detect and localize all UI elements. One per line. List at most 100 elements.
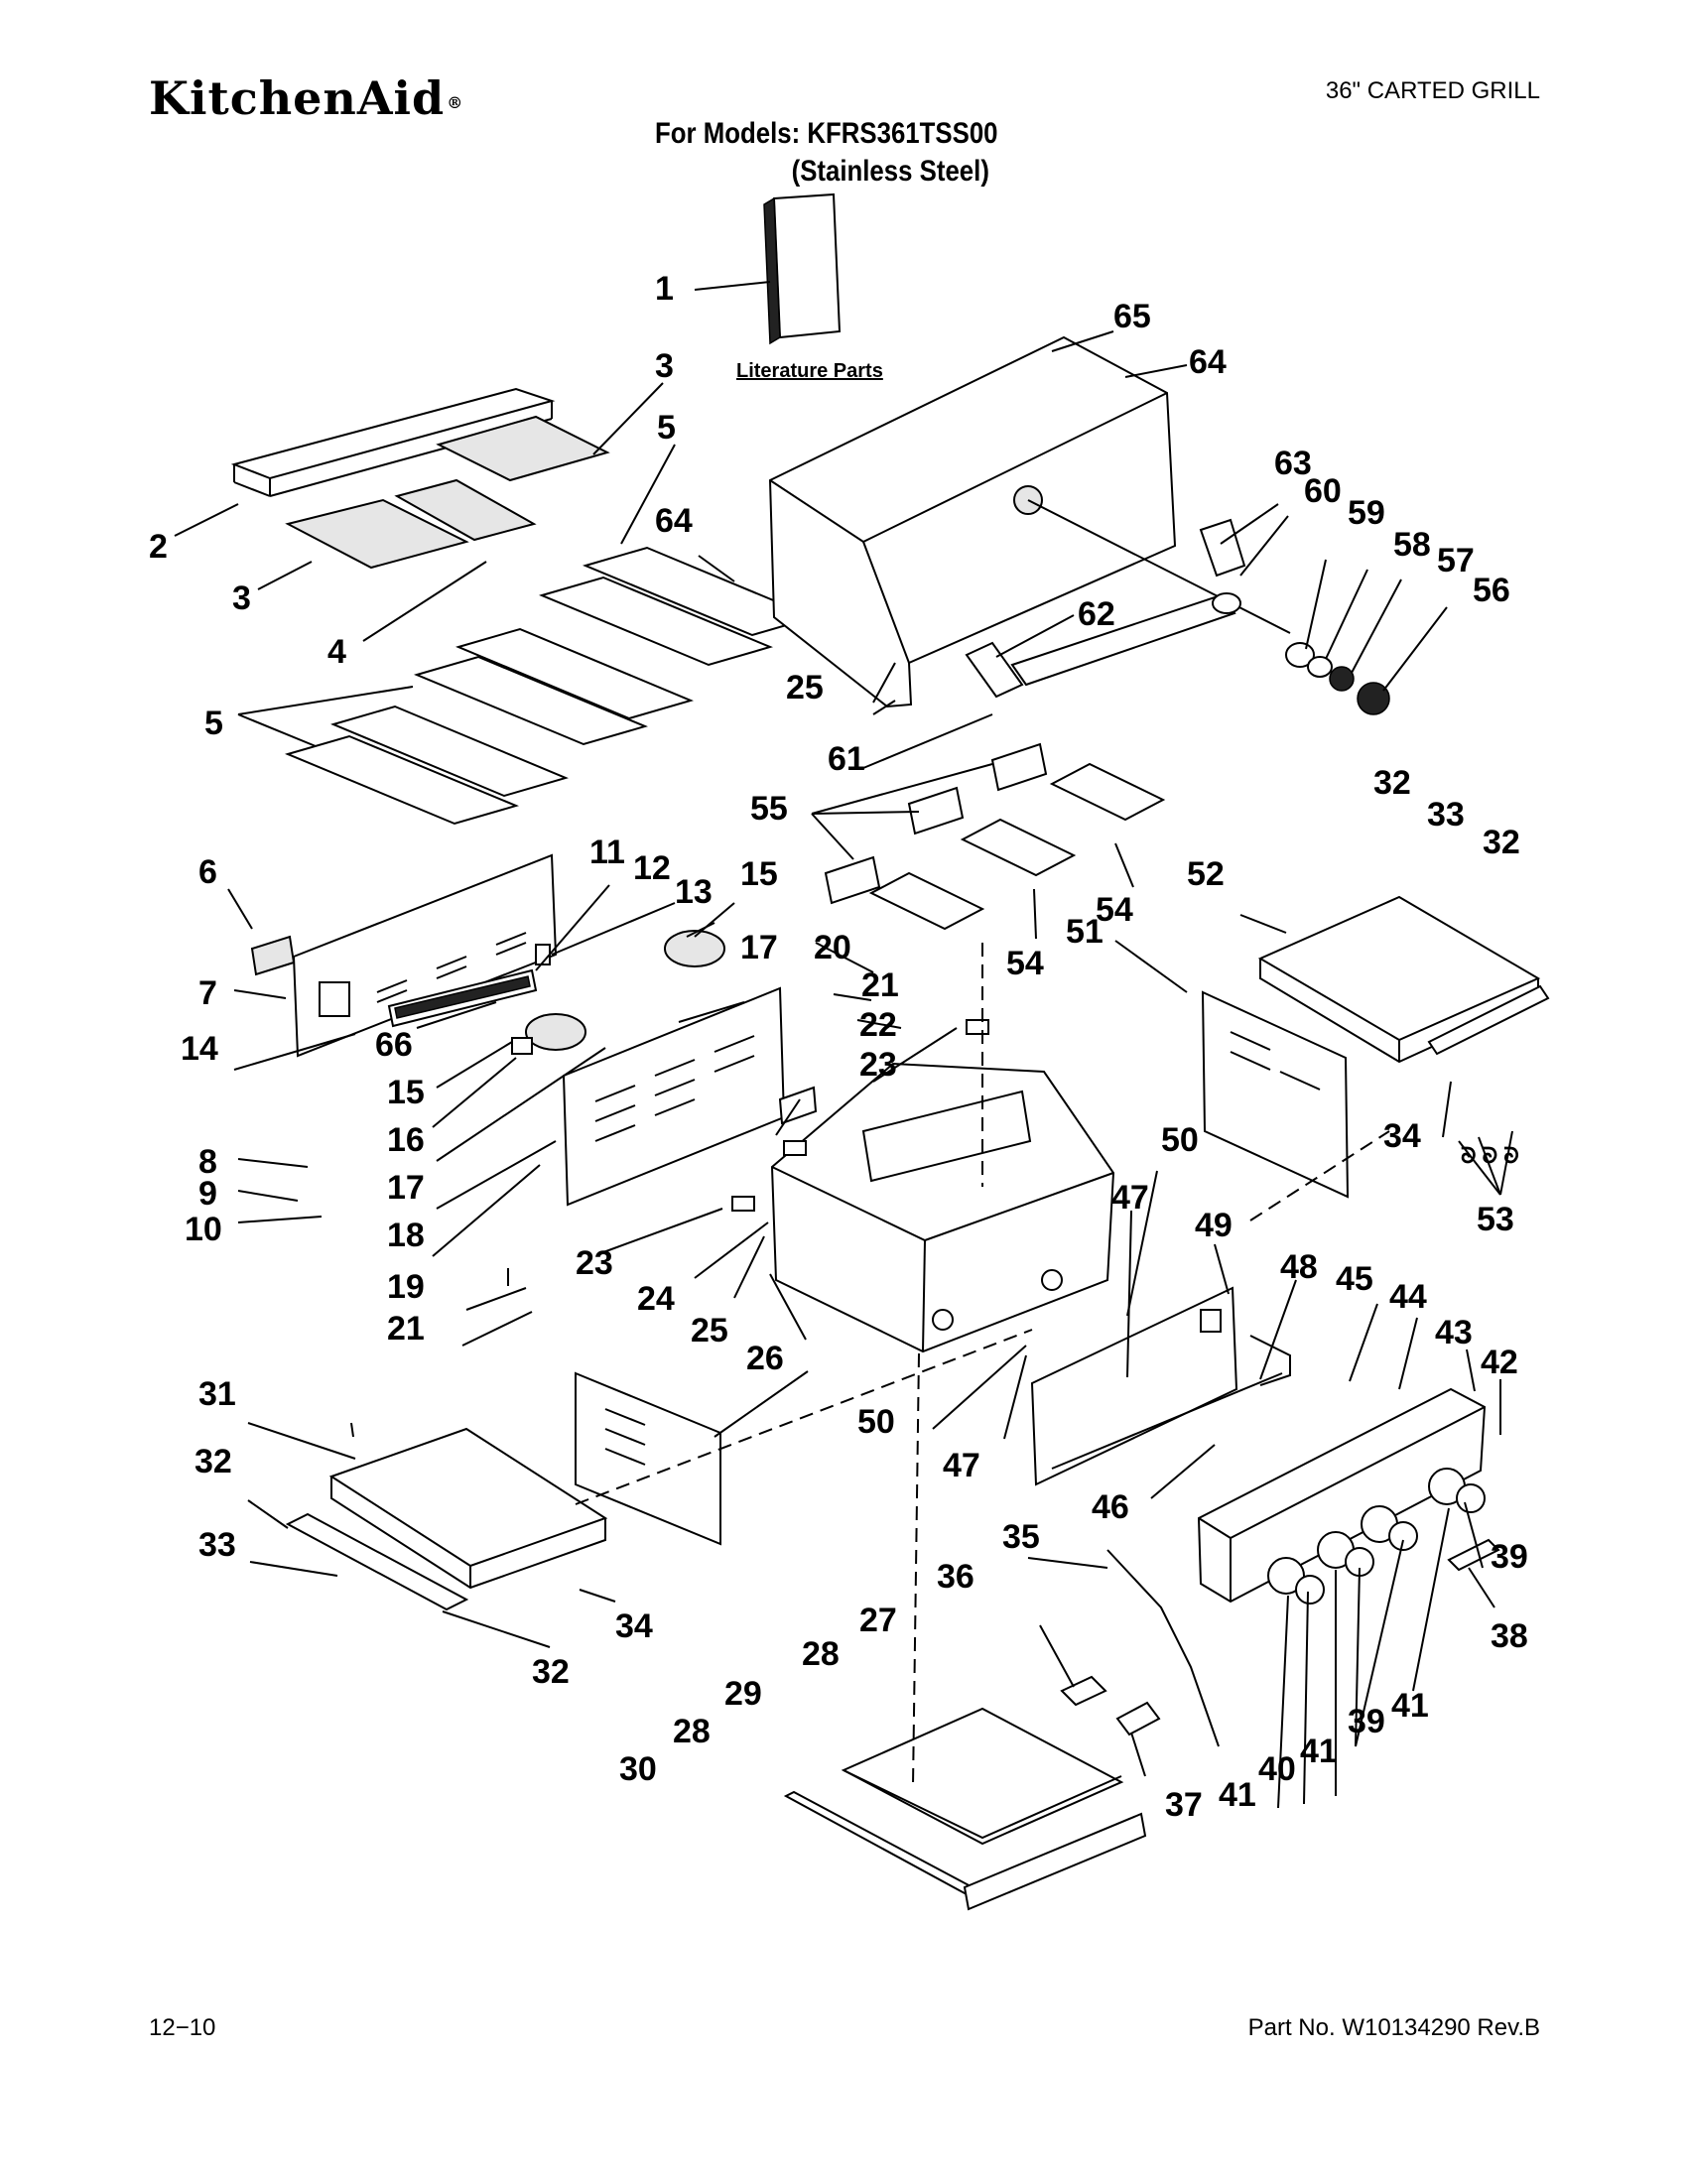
brand-badge [1447,1538,1500,1572]
callout-17: 17 [740,929,778,966]
cooking-grate [285,415,610,570]
brand-logo: KitchenAid® [149,71,463,125]
burner-bracket [824,855,881,905]
handle-bracket-right [1199,518,1246,578]
callout-22: 22 [859,1006,897,1044]
callout-21: 21 [861,966,899,1004]
callout-38: 38 [1491,1617,1528,1655]
alignment-line [912,1352,920,1787]
callout-50: 50 [1161,1121,1199,1159]
brand-name: KitchenAid [149,71,446,125]
junction-box-cover [1115,1701,1161,1736]
callout-41: 41 [1300,1733,1338,1770]
callout-29: 29 [724,1675,762,1713]
side-shelf-right [1257,895,1550,1064]
callout-54: 54 [1006,945,1044,982]
callout-48: 48 [1280,1248,1318,1286]
manifold-panel [1030,1286,1238,1486]
callout-60: 60 [1304,472,1342,510]
flame-tamers [284,546,818,826]
callout-42: 42 [1481,1344,1518,1381]
firebox-bracket [966,1019,989,1035]
callout-40: 40 [1258,1750,1296,1788]
shelf-support-panel [1201,990,1350,1199]
callout-3: 3 [655,347,674,385]
rotisserie-knob [1357,682,1390,715]
hood-handle [1010,592,1241,687]
firebox [770,1062,1115,1353]
callout-25: 25 [786,669,824,707]
side-panel [575,1371,721,1546]
literature-booklet [763,193,842,345]
igniter-housing [664,930,725,967]
side-panel-left [292,853,558,1058]
callout-63: 63 [1274,445,1312,482]
rotisserie-bushing [1307,656,1333,678]
callout-31: 31 [198,1375,236,1413]
callout-64: 64 [1189,343,1227,381]
callout-5: 5 [204,705,223,742]
burner-bracket [990,742,1048,792]
callout-49: 49 [1195,1207,1233,1244]
callout-9: 9 [198,1175,217,1213]
callout-47: 47 [943,1447,980,1484]
callout-35: 35 [1002,1518,1040,1556]
callout-57: 57 [1437,542,1475,579]
rotisserie-collar [1329,666,1355,692]
callout-55: 55 [750,790,788,828]
callout-10: 10 [185,1211,222,1248]
callout-32: 32 [195,1443,232,1480]
callout-23: 23 [576,1244,613,1282]
callout-6: 6 [198,853,217,891]
document-type: 36" CARTED GRILL [1325,77,1540,104]
callout-20: 20 [814,929,851,966]
heat-shield-plate [778,1086,818,1125]
callout-27: 27 [859,1602,897,1639]
callout-labels: 1 2 3 3 4 5 5 6 7 8 9 10 11 12 13 14 15 … [149,270,1528,1824]
firebox-bracket [731,1196,755,1212]
callout-32: 32 [1373,764,1411,802]
callout-16: 16 [387,1121,425,1159]
callout-8: 8 [198,1143,217,1181]
callout-58: 58 [1393,526,1431,564]
callout-39: 39 [1491,1538,1528,1576]
callout-54: 54 [1096,891,1133,929]
callout-51: 51 [1066,913,1104,951]
callout-61: 61 [828,740,865,778]
handle-bracket-left [965,641,1024,699]
small-grate [394,478,537,542]
side-shelf-left [285,1427,608,1611]
callout-56: 56 [1473,572,1510,609]
battery-holder [511,1037,533,1055]
callout-41: 41 [1391,1687,1429,1725]
callout-17: 17 [387,1169,425,1207]
firebox-bracket [783,1140,807,1156]
callout-53: 53 [1477,1201,1514,1238]
callout-11: 11 [589,834,625,871]
callout-23: 23 [859,1046,897,1084]
model-info: For Models: KFRS361TSS00 (Stainless Stee… [655,117,998,189]
callout-47: 47 [1111,1179,1149,1217]
registered-mark: ® [447,92,464,112]
callout-34: 34 [615,1607,653,1645]
callout-15: 15 [387,1074,425,1111]
leader-lines [174,281,1513,1809]
callout-25: 25 [691,1312,728,1349]
alignment-line [575,1329,1033,1505]
callout-36: 36 [937,1558,974,1596]
manifold-tube [1051,1372,1283,1470]
igniter-module [525,1013,586,1051]
gas-manifold [1249,1335,1291,1386]
callout-66: 66 [375,1026,413,1064]
callout-28: 28 [802,1635,840,1673]
alignment-line [1249,1130,1390,1221]
revision-date: 12−10 [149,2014,216,2041]
callout-32: 32 [532,1653,570,1691]
grill-hood [768,335,1291,708]
callout-18: 18 [387,1217,425,1254]
callout-1: 1 [655,270,674,308]
control-panel [1197,1387,1487,1604]
callout-62: 62 [1078,595,1115,633]
callout-3: 3 [232,579,251,617]
